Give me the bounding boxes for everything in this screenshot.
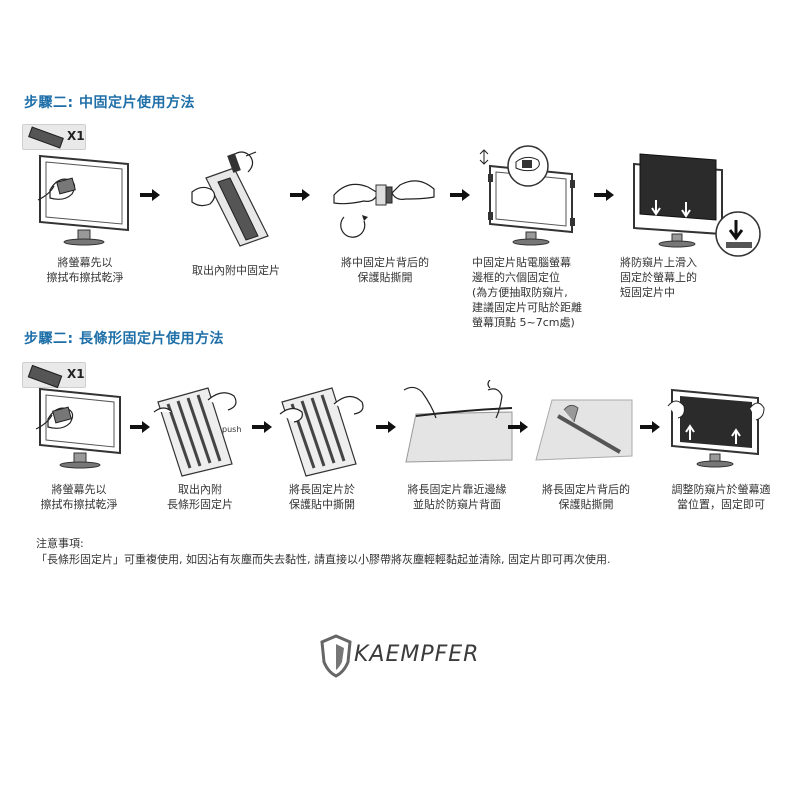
monitor-wipe-icon — [37, 154, 129, 246]
s2-step4-caption: 將長固定片靠近邊緣 並貼於防窺片背面 — [392, 482, 522, 512]
arrow-icon — [450, 186, 470, 201]
caption-line: 建議固定片可貼於距離 — [472, 301, 582, 314]
arrow-icon — [252, 418, 272, 433]
section1-title: 步驟二: 中固定片使用方法 — [24, 95, 195, 111]
caption-line: 並貼於防窺片背面 — [413, 498, 501, 511]
s1-step4 — [476, 142, 586, 247]
notes-body: 「長條形固定片」可重複使用, 如因沾有灰塵而失去黏性, 請直接以小膠帶將灰塵輕輕… — [36, 553, 611, 566]
section1-quantity: X1 — [22, 124, 86, 150]
caption-line: 長條形固定片 — [167, 498, 233, 511]
caption-line: 擦拭布擦拭乾淨 — [40, 498, 118, 511]
arrow-icon — [376, 418, 396, 433]
caption-line: 當位置，固定即可 — [677, 498, 765, 511]
peel-backing-icon — [333, 180, 435, 238]
caption-line: 將螢幕先以 — [51, 483, 107, 496]
caption-line: (為方便抽取防窺片, — [472, 286, 568, 299]
s2-step2: push — [152, 382, 247, 477]
caption-line: 短固定片中 — [620, 286, 675, 299]
s1-step4-caption: 中固定片貼電腦螢幕 邊框的六個固定位 (為方便抽取防窺片, 建議固定片可貼於距離… — [472, 255, 602, 330]
fixing-strip-icon — [28, 126, 64, 149]
s1-step1-caption: 將螢幕先以 擦拭布擦拭乾淨 — [30, 255, 140, 285]
arrow-icon — [130, 418, 150, 433]
strip-unpack-icon — [191, 151, 269, 247]
s2-step6 — [666, 384, 766, 476]
arrow-icon — [290, 186, 310, 201]
caption-line: 調整防窺片於螢幕適 — [671, 483, 771, 496]
s2-step2-caption: 取出內附 長條形固定片 — [150, 482, 250, 512]
s2-step6-caption: 調整防窺片於螢幕適 當位置，固定即可 — [658, 482, 784, 512]
caption-line: 將長固定片於 — [289, 483, 355, 496]
caption-line: 保護貼撕開 — [357, 271, 413, 284]
caption-line: 中固定片貼電腦螢幕 — [472, 256, 571, 269]
caption-line: 擦拭布擦拭乾淨 — [46, 271, 124, 284]
section2-title: 步驟二: 長條形固定片使用方法 — [24, 331, 224, 347]
s2-step1-caption: 將螢幕先以 擦拭布擦拭乾淨 — [24, 482, 134, 512]
s1-step2-caption: 取出內附中固定片 — [176, 263, 296, 278]
s2-step5-caption: 將長固定片背后的 保護貼撕開 — [530, 482, 642, 512]
notes-title: 注意事項: — [36, 537, 84, 550]
s2-step5 — [534, 398, 634, 468]
s1-step3-caption: 將中固定片背后的 保護貼撕開 — [325, 255, 445, 285]
caption-line: 保護貼撕開 — [558, 498, 614, 511]
adjust-filter-icon — [667, 388, 765, 468]
kaempfer-logo: KAEMPFER — [318, 632, 488, 678]
attach-to-bezel-icon — [479, 145, 575, 246]
slide-filter-icon — [633, 153, 761, 257]
s1-step1 — [30, 150, 140, 250]
section2-quantity: X1 — [22, 362, 86, 389]
arrow-icon — [594, 186, 614, 201]
caption-line: 將中固定片背后的 — [341, 256, 429, 269]
s1-step2 — [186, 148, 286, 248]
shield-logo-icon — [320, 634, 352, 678]
caption-line: 將長固定片背后的 — [542, 483, 630, 496]
attach-strip-to-filter-icon — [403, 380, 513, 463]
caption-line: 將螢幕先以 — [57, 256, 113, 269]
s2-step1 — [30, 385, 130, 475]
long-strip-icon: push — [153, 387, 241, 477]
section1-qty-label: X1 — [67, 129, 85, 143]
arrow-icon — [508, 418, 528, 433]
s2-step3-caption: 將長固定片於 保護貼中撕開 — [272, 482, 372, 512]
caption-line: 固定於螢幕上的 — [620, 271, 697, 284]
arrow-icon — [140, 186, 160, 201]
s1-step5-caption: 將防窺片上滑入 固定於螢幕上的 短固定片中 — [620, 255, 730, 300]
caption-line: 將防窺片上滑入 — [620, 256, 697, 269]
peel-strip-icon — [535, 399, 633, 461]
push-label: push — [222, 425, 241, 434]
s2-step3 — [276, 382, 371, 477]
caption-line: 取出內附 — [178, 483, 222, 496]
arrow-icon — [640, 418, 660, 433]
caption-line: 取出內附中固定片 — [192, 264, 280, 277]
s2-step4 — [402, 380, 514, 472]
s1-step3 — [330, 155, 440, 245]
s1-step5 — [626, 150, 766, 260]
caption-line: 邊框的六個固定位 — [472, 271, 560, 284]
split-strip-icon — [279, 387, 364, 477]
caption-line: 保護貼中撕開 — [289, 498, 355, 511]
section2-qty-label: X1 — [67, 367, 85, 381]
monitor-wipe-icon — [35, 387, 121, 469]
caption-line: 將長固定片靠近邊緣 — [407, 483, 507, 496]
logo-text: KAEMPFER — [354, 642, 480, 667]
caption-line: 螢幕頂點 5~7cm處) — [472, 316, 575, 329]
